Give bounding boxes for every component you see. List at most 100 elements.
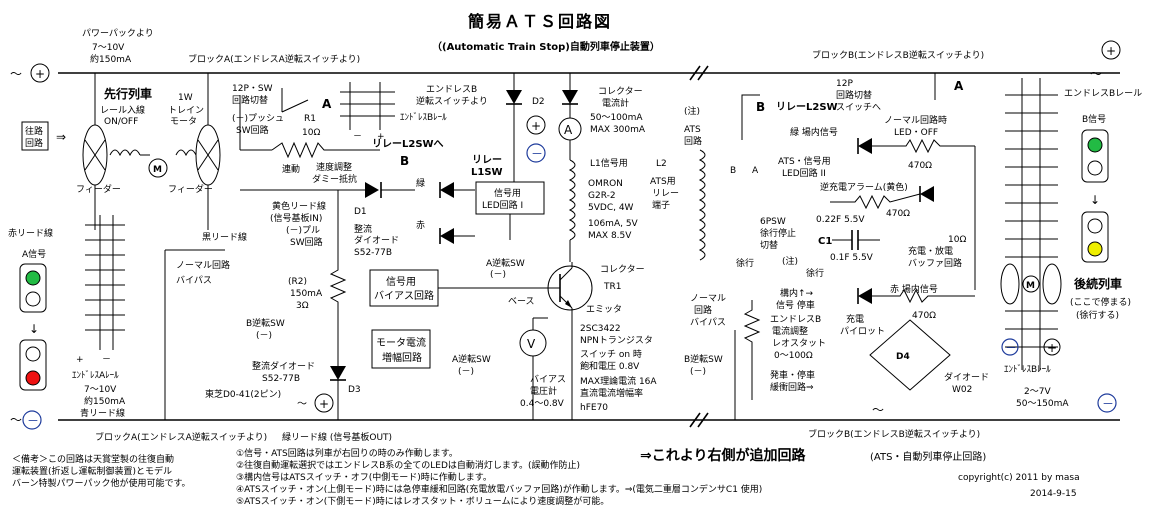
a-signal-bottom	[19, 339, 47, 391]
r470-2: 470Ω	[886, 209, 910, 219]
minus-terminal-right-bottom: －	[1097, 393, 1117, 413]
spec-a-2: 約150mA	[84, 395, 126, 407]
start-stop-2: 緩衝回路⇒	[770, 381, 814, 393]
b-signal-bottom	[1081, 211, 1109, 263]
sw6p-1: 6PSW	[760, 217, 786, 227]
diode-w02-2: W02	[952, 385, 972, 395]
arrow-return: ⇒	[56, 130, 66, 144]
relay-l1sw-1: リレー	[472, 154, 502, 166]
relay-spec-2: MAX 8.5V	[588, 231, 632, 241]
note-3: ③構内信号はATSスイッチ・オフ(中側モード)時に作動します。	[236, 471, 492, 483]
arrow-to-plus: ～	[297, 399, 307, 410]
linked-label: 連動	[282, 163, 300, 175]
cap-1: 0.22F 5.5V	[816, 215, 865, 225]
minus-paren-2: (－)	[490, 270, 506, 280]
red-station-led	[857, 288, 975, 304]
rail-in-label: レール入線	[100, 104, 145, 116]
svg-text:信号用: 信号用	[494, 187, 521, 199]
bias-meter-3: 0.4～0.8V	[520, 399, 565, 409]
tr-type-6: 直流電流増幅率	[580, 387, 643, 399]
charge-buffer-2: バッファ回路	[908, 257, 962, 269]
yellow-lead-2: (信号基板IN)	[270, 212, 322, 224]
sw6p-2: 徐行停止	[760, 227, 796, 239]
power-spec-2: 約150mA	[90, 53, 132, 65]
tr1-transistor	[547, 262, 593, 420]
block-a-bottom-label: ブロックA(エンドレスA逆転スイッチより)	[95, 431, 267, 443]
collector-meter-4: MAX 300mA	[590, 125, 646, 135]
remark-1: ＜備考＞この回路は天賞堂製の往復自動	[12, 453, 174, 465]
red-lead-label: 赤リード線	[8, 227, 53, 239]
red-led-label: 赤	[416, 220, 425, 231]
svg-text:－: －	[1102, 397, 1114, 411]
minus-paren-4: (－)	[690, 367, 706, 377]
ats-relay-2: リレー	[652, 189, 679, 199]
normal-bypass-1: ノーマル回路	[176, 259, 230, 271]
bias-meter-1: バイアス	[530, 374, 566, 385]
added-circuit-label: ⇒これより右側が追加回路	[640, 447, 806, 464]
d2-diode	[506, 73, 522, 182]
block-b-bottom-label: ブロックB(エンドレスB逆転スイッチより)	[808, 428, 980, 440]
minus-pull-2: SW回路	[290, 236, 323, 248]
svg-text:回路: 回路	[25, 137, 43, 149]
sw6p-3: 切替	[760, 239, 778, 251]
svg-text:+: +	[35, 67, 45, 81]
r2-label: (R2)	[288, 277, 307, 287]
tr-type-5: MAX理論電流 16A	[580, 375, 657, 387]
in-sig-2: 信号 停車	[776, 299, 815, 311]
motor-amp-box: モータ電流 増幅回路	[371, 329, 431, 369]
green-led	[439, 182, 475, 198]
tr-type-7: hFE70	[580, 403, 608, 413]
a-rev-sw-label-2: A逆転SW	[452, 353, 491, 365]
c1-capacitor	[832, 230, 880, 250]
arrow-down-b: ↓	[1090, 193, 1100, 207]
speed-adj-2: ダミー抵抗	[312, 173, 357, 185]
red-led	[439, 228, 475, 244]
omron-2: G2R-2	[588, 191, 616, 201]
r2-value-2: 3Ω	[296, 301, 309, 311]
svg-text:+: +	[1047, 341, 1057, 355]
svg-text:－: －	[1005, 341, 1017, 355]
tilde-left-bottom: ～	[10, 413, 22, 427]
r10-label: 10Ω	[948, 235, 966, 245]
a-signal-top	[19, 263, 47, 313]
normal-circuit-1: ノーマル	[690, 294, 726, 304]
collector-label: コレクター	[600, 264, 645, 275]
note-1: ①信号・ATS回路は列車が右回りの時のみ作動します。	[236, 447, 458, 459]
r2-value-1: 150mA	[290, 289, 323, 299]
onoff-label: ON/OFF	[104, 117, 138, 127]
signal-led-circuit-box: 信号用 LED回路 I	[475, 181, 545, 215]
endless-b-sw-1: エンドレスB	[426, 85, 477, 95]
sw12p-r-2: 回路切替	[836, 89, 872, 101]
collector-meter-3: 50～100mA	[590, 113, 643, 123]
minus-terminal-left-bottom: －	[22, 410, 42, 430]
following-note-2: (徐行する)	[1076, 309, 1119, 321]
red-station-label: 赤 場内信号	[890, 283, 938, 295]
normal-circuit-2: 回路	[694, 304, 712, 316]
diagram-subtitle: （(Automatic Train Stop)自動列車停止装置）	[432, 40, 660, 53]
d1-label: D1	[354, 207, 367, 217]
minus-terminal-d2: －	[526, 143, 546, 163]
svg-text:モータ電流: モータ電流	[376, 336, 426, 349]
push-sw-label-1: (－)プッシュ	[232, 113, 284, 124]
normal-led-2: LED・OFF	[894, 128, 938, 138]
endless-a-rail-ladder	[85, 215, 125, 350]
slow-label: 徐行	[736, 257, 754, 269]
svg-text:－: －	[27, 414, 39, 428]
svg-text:+: +	[319, 397, 329, 411]
tr1-label: TR1	[603, 282, 621, 292]
charge-buffer-1: 充電・放電	[908, 245, 953, 257]
a-label-2: A	[954, 79, 964, 93]
rect-diode-d3-2: S52-77B	[262, 374, 300, 384]
svg-text:A: A	[564, 123, 573, 137]
following-train-label: 後続列車	[1074, 276, 1122, 291]
emitter-label: エミッタ	[586, 304, 622, 315]
ats-relay-1: ATS用	[650, 176, 676, 187]
svg-text:－: －	[531, 147, 543, 161]
l2-label: L2	[656, 159, 667, 169]
endless-b-curr-2: 電流調整	[772, 325, 808, 337]
black-lead-label: 黒リード線	[202, 231, 247, 243]
minus-b-small: －	[353, 132, 362, 142]
svg-text:M: M	[1026, 281, 1035, 291]
push-sw-label-2: SW回路	[236, 124, 269, 136]
sw12p-r-1: 12P	[836, 79, 853, 89]
